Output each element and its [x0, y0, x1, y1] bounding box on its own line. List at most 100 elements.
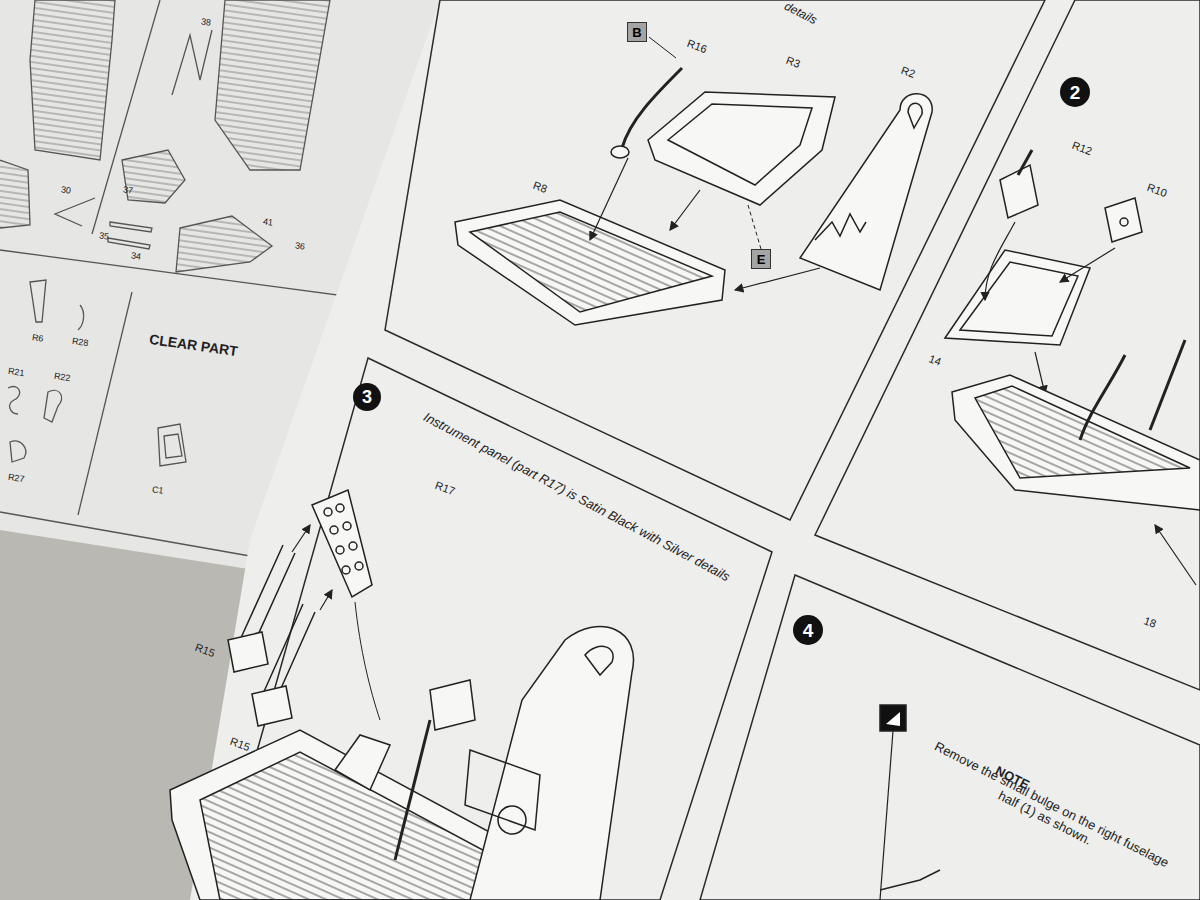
left-sheet-part	[92, 0, 160, 234]
step3-illustration-part	[430, 680, 475, 730]
part-number: R21	[7, 366, 25, 379]
callout-square: E	[751, 249, 771, 269]
step1-illustration-part	[611, 146, 629, 158]
step1-illustration-part	[815, 214, 866, 240]
step2-illustration-part	[1060, 248, 1115, 282]
left-sheet-part	[172, 30, 212, 95]
step2-illustration	[945, 150, 1200, 585]
step1-illustration-part	[455, 200, 725, 325]
part-number: 41	[262, 216, 273, 228]
step1-illustration-part	[908, 103, 922, 128]
step2-illustration-part	[1018, 150, 1032, 175]
right-sheet-part	[700, 575, 1200, 900]
step3-illustration-part	[312, 490, 372, 597]
right-sheet-part	[815, 0, 1200, 690]
step1-illustration-part	[470, 212, 712, 312]
part-number: R28	[71, 336, 89, 349]
right-sheet	[190, 0, 1200, 900]
step2-illustration-part	[1080, 355, 1125, 440]
step3-illustration-part	[330, 526, 338, 534]
step1-illustration-part	[648, 92, 835, 205]
step4-illustration	[880, 705, 940, 900]
left-sheet-part	[8, 387, 20, 414]
step3-illustration-part	[240, 545, 295, 648]
step3-illustration-part	[585, 646, 613, 675]
step3-illustration-part	[335, 735, 390, 790]
left-sheet-part	[176, 216, 272, 272]
step1-illustration-part	[649, 37, 676, 58]
step1-illustration-part	[748, 205, 761, 249]
step2-illustration-part	[960, 262, 1078, 336]
part-number: R22	[53, 371, 71, 384]
left-sheet-part	[10, 441, 26, 462]
left-sheet-part	[30, 0, 115, 160]
step3-illustration-part	[470, 627, 633, 900]
callout-square: B	[627, 22, 647, 42]
part-number: R6	[31, 332, 44, 344]
part-number: 30	[60, 184, 71, 196]
step-number: 2	[1070, 83, 1081, 102]
step-number-circle: 4	[793, 615, 823, 645]
step3-illustration	[170, 490, 633, 900]
step3-illustration-part	[262, 604, 315, 704]
left-sheet-part	[44, 390, 62, 422]
callout-letter: B	[632, 26, 641, 39]
part-number: 37	[122, 184, 133, 196]
step3-illustration-part	[324, 508, 332, 516]
step2-illustration-part	[985, 222, 1015, 300]
part-number: 34	[130, 250, 141, 262]
left-sheet-part	[30, 280, 46, 322]
step3-illustration-part	[395, 720, 430, 860]
callout-letter: E	[757, 253, 766, 266]
step-number-circle: 2	[1060, 77, 1090, 107]
left-sheet-part	[55, 198, 95, 226]
step2-illustration-part	[1150, 340, 1185, 430]
step4-illustration-part	[886, 712, 900, 726]
left-sheet-part	[78, 292, 132, 515]
step4-illustration-part	[880, 705, 906, 731]
step1-illustration-part	[735, 268, 820, 290]
step3-illustration-part	[355, 602, 380, 720]
left-sheet-part	[0, 160, 30, 228]
part-number: 38	[200, 16, 211, 28]
part-number: 36	[294, 240, 305, 252]
part-number: 35	[98, 230, 109, 242]
step3-illustration-part	[342, 566, 350, 574]
left-sheet-part	[108, 238, 150, 249]
step3-illustration-part	[465, 750, 540, 830]
step-number-circle: 3	[353, 383, 381, 411]
left-sheet-part	[0, 512, 250, 556]
left-sheet-part	[158, 424, 186, 466]
step2-illustration-part	[1155, 525, 1196, 585]
step3-illustration-part	[320, 590, 332, 610]
step1-illustration-part	[622, 68, 682, 148]
step3-illustration-part	[355, 562, 363, 570]
left-sheet-part	[110, 222, 152, 232]
step4-illustration-part	[880, 731, 893, 900]
left-sheet-part	[78, 305, 84, 330]
step2-illustration-part	[1120, 218, 1128, 226]
step2-illustration-part	[945, 250, 1090, 345]
step3-illustration-part	[228, 632, 268, 672]
left-sheet-part	[122, 150, 185, 203]
step3-illustration-part	[292, 525, 310, 552]
step1-illustration-part	[670, 190, 700, 230]
step3-illustration-part	[336, 546, 344, 554]
step1-illustration	[455, 37, 932, 325]
right-sheet-part	[190, 0, 1200, 900]
step3-illustration-part	[252, 686, 292, 726]
step3-illustration-part	[498, 806, 526, 834]
step4-illustration-part	[880, 870, 940, 890]
step3-illustration-part	[349, 542, 357, 550]
step2-illustration-part	[1105, 198, 1142, 242]
step1-illustration-part	[590, 158, 628, 240]
step1-illustration-part	[800, 94, 932, 290]
left-sheet-part	[215, 0, 330, 170]
part-number: R27	[7, 472, 25, 485]
part-number: C1	[151, 484, 164, 496]
step3-illustration-part	[336, 504, 344, 512]
step1-illustration-part	[668, 104, 812, 185]
step-number: 4	[803, 621, 814, 640]
